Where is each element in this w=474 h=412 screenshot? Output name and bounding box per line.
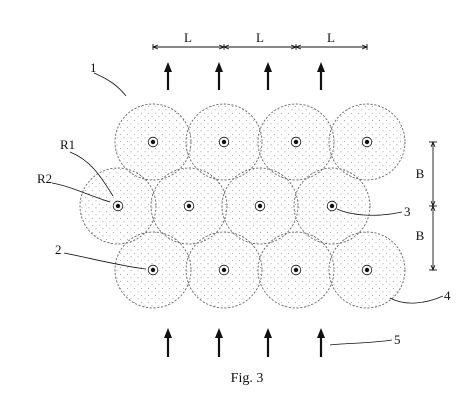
radius-label-r2: R2	[37, 171, 52, 186]
circle-array	[79, 103, 406, 309]
right-dimension-line: B B	[416, 140, 437, 272]
center-point-r2-c3	[257, 203, 263, 209]
ref-label-3: 3	[404, 204, 411, 219]
leader-5	[329, 339, 393, 346]
ref-label-1: 1	[90, 60, 97, 75]
spacing-label-l-2: L	[256, 30, 264, 45]
ref-label-2: 2	[55, 242, 62, 257]
center-point-r3-c1	[150, 267, 156, 273]
center-point-r2-c1	[115, 203, 121, 209]
center-point-r1-c2	[221, 139, 227, 145]
figure-caption: Fig. 3	[231, 371, 264, 386]
center-point-r3-c3	[293, 267, 299, 273]
up-arrow-top-3	[264, 62, 272, 90]
up-arrow-bottom-1	[164, 328, 172, 357]
center-point-r1-c3	[293, 139, 299, 145]
up-arrow-bottom-2	[215, 328, 223, 357]
center-point-r2-c2	[186, 203, 192, 209]
leader-3	[336, 208, 403, 216]
up-arrow-bottom-4	[317, 328, 325, 357]
spacing-label-b-2: B	[416, 228, 425, 243]
flow-arrows	[164, 62, 325, 357]
up-arrow-top-4	[317, 62, 325, 90]
leader-r1	[69, 151, 114, 197]
up-arrow-top-1	[164, 62, 172, 90]
leader-2	[63, 252, 147, 270]
up-arrow-bottom-3	[264, 328, 272, 357]
ref-label-5: 5	[394, 332, 401, 347]
center-point-r1-c1	[150, 139, 156, 145]
spacing-label-l-3: L	[327, 30, 335, 45]
up-arrow-top-2	[215, 62, 223, 90]
spacing-label-b-1: B	[416, 166, 425, 181]
ref-label-4: 4	[444, 288, 451, 303]
top-dimension-line: L L L	[151, 30, 369, 50]
leader-4	[389, 295, 444, 304]
center-point-r3-c2	[221, 267, 227, 273]
spacing-label-l-1: L	[184, 30, 192, 45]
radius-label-r1: R1	[60, 137, 75, 152]
leader-r2	[51, 182, 111, 203]
leader-lines	[51, 72, 444, 346]
center-point-r3-c4	[364, 267, 370, 273]
leader-1	[93, 72, 127, 97]
center-point-r1-c4	[364, 139, 370, 145]
center-point-r2-c4	[329, 203, 335, 209]
